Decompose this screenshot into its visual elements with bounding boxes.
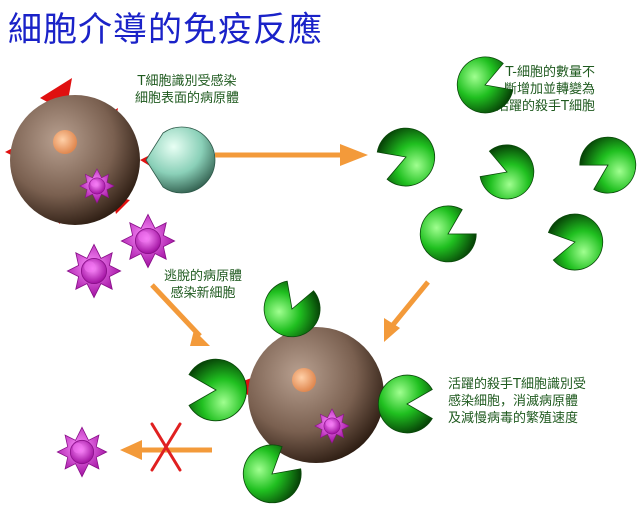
naive-t-cell: [145, 126, 216, 194]
label-line: 感染細胞，消滅病原體: [448, 394, 579, 409]
label-line: 斷增加並轉變為: [503, 82, 595, 97]
escaped-pathogen: [66, 243, 122, 299]
internal-pathogen: [79, 168, 115, 204]
arrow-head: [340, 144, 368, 166]
cell-nucleus: [53, 130, 77, 154]
killer-t-cell: [371, 119, 444, 194]
killer-t-cell: [545, 209, 608, 275]
label-line: 細胞表面的病原體: [135, 91, 240, 106]
arrow-head: [120, 440, 142, 460]
escaped-pathogen: [120, 213, 176, 269]
internal-pathogen: [314, 408, 350, 444]
killer-t-cell: [377, 374, 433, 434]
label-line: 及減慢病毒的繁殖速度: [448, 411, 579, 426]
arrows: [140, 152, 430, 453]
label-line: T-細胞的數量不: [505, 65, 595, 80]
killer-t-cell: [572, 126, 641, 202]
infected-cell-attacked: [230, 326, 402, 463]
infected-cell-top: [5, 78, 164, 225]
arrow-head: [384, 318, 400, 342]
arrow-escape: [150, 283, 202, 338]
cross-mark: [150, 422, 182, 472]
label-line: 逃脫的病原體: [164, 269, 243, 284]
label-t-cell-recognition: T細胞識別受感染 細胞表面的病原體: [135, 73, 239, 107]
killer-t-cell: [475, 138, 542, 207]
label-t-cell-activation: T-細胞的數量不 斷增加並轉變為 活躍的殺手T細胞: [496, 64, 595, 115]
arrow-killer-attack: [390, 280, 430, 328]
escaped-pathogen: [56, 426, 108, 478]
killer-t-cell-group: [371, 49, 641, 275]
label-line: 活躍的殺手T細胞: [496, 99, 595, 114]
diagram-title: 細胞介導的免疫反應: [8, 10, 323, 50]
killer-t-cell: [409, 197, 484, 273]
label-line: 活躍的殺手T細胞識別受: [448, 377, 586, 392]
label-killer-t-action: 活躍的殺手T細胞識別受 感染細胞，消滅病原體 及減慢病毒的繁殖速度: [448, 376, 586, 427]
killer-t-cell: [188, 358, 247, 422]
label-escaped-pathogen: 逃脫的病原體 感染新細胞: [164, 268, 242, 302]
cell-nucleus: [292, 368, 316, 392]
label-line: 感染新細胞: [170, 286, 236, 301]
arrow-head: [190, 330, 210, 346]
killer-t-cell: [448, 49, 518, 122]
label-line: T細胞識別受感染: [137, 74, 237, 89]
